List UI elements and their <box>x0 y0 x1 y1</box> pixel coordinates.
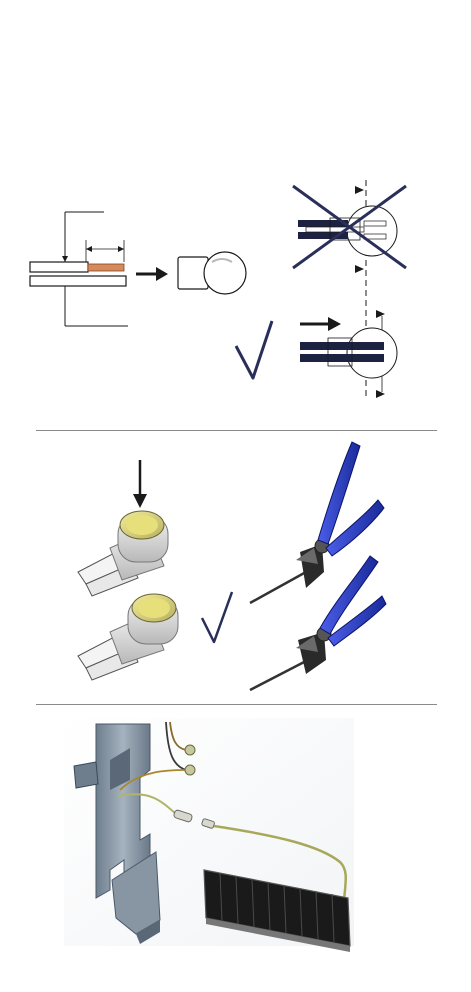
check-mark-icon <box>202 592 232 642</box>
wire-connector <box>178 252 246 294</box>
panel-strip-insert <box>0 170 471 420</box>
connector-after-crimp <box>78 594 178 680</box>
arrow-down-icon <box>133 460 147 508</box>
panel-crimp <box>0 436 471 700</box>
stripped-wire <box>30 212 128 326</box>
divider-1 <box>36 430 437 431</box>
arrow-right-icon <box>136 267 168 281</box>
divider-2 <box>36 704 437 705</box>
crimp-diagram <box>0 436 471 700</box>
connector-before-crimp <box>78 511 168 596</box>
copper-core <box>88 264 124 271</box>
correct-insertion <box>236 310 397 398</box>
post-connection-diagram <box>0 710 471 992</box>
check-mark-icon <box>236 321 272 378</box>
panel-post-connection <box>0 710 471 992</box>
strip-insert-diagram <box>0 170 471 420</box>
